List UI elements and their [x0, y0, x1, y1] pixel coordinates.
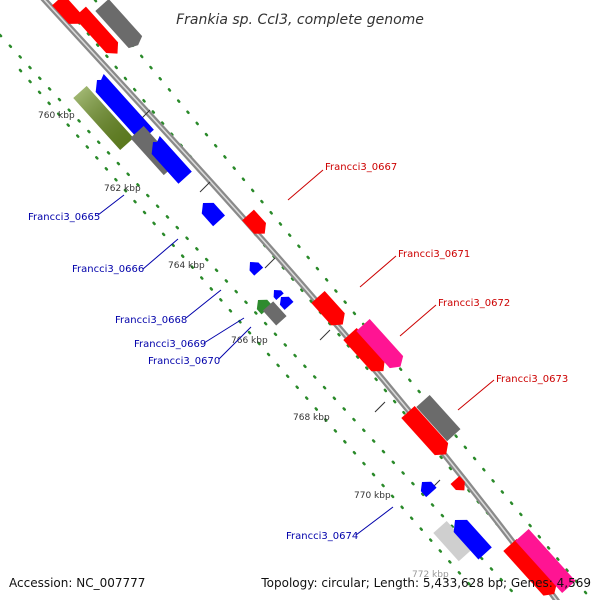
genome-backbone — [40, 0, 561, 600]
forward-gene-labels: Francci3_0667 Francci3_0671 Francci3_067… — [287, 162, 568, 411]
map-title: Frankia sp. CcI3, complete genome — [176, 12, 424, 28]
gene-label-reverse: Francci3_0666 — [72, 264, 144, 275]
tick-labels: 760 kbp 762 kbp 764 kbp 766 kbp 768 kbp … — [38, 111, 449, 580]
gene-label-reverse: Francci3_0665 — [28, 212, 100, 223]
inner-tick-guides — [0, 33, 522, 600]
gene-label-reverse: Francci3_0670 — [148, 356, 220, 367]
outer-tick-guides — [58, 0, 594, 600]
accession-text: Accession: NC_007777 — [9, 576, 145, 590]
gene-label-forward: Francci3_0672 — [438, 298, 510, 309]
tick-label: 770 kbp — [354, 491, 391, 501]
topology-text: Topology: circular; Length: 5,433,628 bp… — [260, 576, 591, 590]
gene-label-forward: Francci3_0667 — [325, 162, 397, 173]
tick-label: 768 kbp — [293, 413, 330, 423]
gene-label-forward: Francci3_0671 — [398, 249, 470, 260]
reverse-gene-labels: Francci3_0665 Francci3_0666 Francci3_066… — [28, 194, 394, 542]
gene-label-reverse: Francci3_0668 — [115, 315, 187, 326]
tick-label: 772 kbp — [412, 570, 449, 580]
tick-label: 760 kbp — [38, 111, 75, 121]
gene-label-forward: Francci3_0673 — [496, 374, 568, 385]
tick-label: 766 kbp — [231, 336, 268, 346]
gene-arrows — [52, 0, 576, 596]
gene-label-reverse: Francci3_0674 — [286, 531, 358, 542]
tick-label: 762 kbp — [104, 184, 141, 194]
tick-label: 764 kbp — [168, 261, 205, 271]
gene-label-reverse: Francci3_0669 — [134, 339, 206, 350]
